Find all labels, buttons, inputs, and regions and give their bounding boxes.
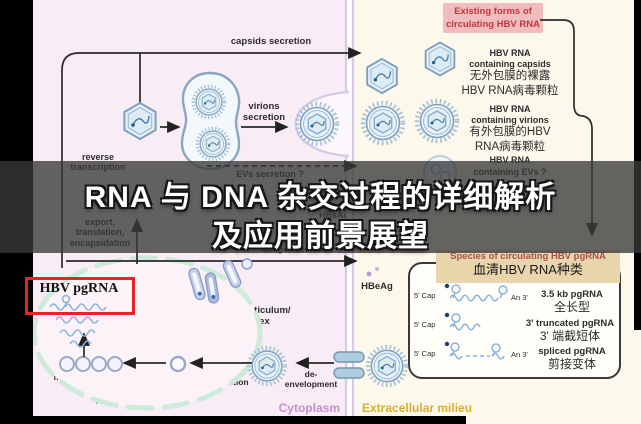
capsids-secretion-label: capsids secretion bbox=[230, 36, 312, 47]
overlay-title-line1: RNA 与 DNA 杂交过程的详细解析 bbox=[84, 181, 557, 214]
capsid-icon bbox=[123, 102, 157, 140]
form1-zh2: HBV RNA病毒颗粒 bbox=[461, 85, 559, 97]
capsids-secretion-arrow bbox=[61, 47, 362, 268]
cap-label: 5' Cap bbox=[414, 349, 436, 358]
red-highlight-box bbox=[25, 277, 135, 315]
cytoplasm-label: Cytoplasm bbox=[278, 401, 340, 415]
er-golgi-icon bbox=[188, 258, 253, 304]
rna-waves bbox=[49, 294, 107, 348]
species-badge-en: Species of circulating HBV pgRNA bbox=[450, 251, 606, 262]
capsid-icon bbox=[366, 57, 398, 95]
virion-icon bbox=[417, 101, 457, 141]
extracellular-label: Extracellular milieu bbox=[362, 401, 473, 415]
species2-en: 3' truncated pgRNA bbox=[525, 318, 615, 329]
form1-en2: containing capsids bbox=[469, 59, 551, 69]
an-label: An 3' bbox=[511, 350, 528, 359]
virions-secretion-label: virions secretion bbox=[242, 101, 286, 123]
cap-label: 5' Cap bbox=[414, 320, 436, 329]
cccdna-icon bbox=[169, 355, 187, 373]
existing-forms-badge: Existing forms of circulating HBV RNA bbox=[443, 3, 543, 33]
hbeag-label: HBeAg bbox=[361, 281, 393, 292]
species-rna-drawings bbox=[444, 283, 508, 360]
species3-zh: 剪接变体 bbox=[547, 357, 596, 371]
minichromosome-icon bbox=[59, 356, 123, 372]
overlay-title-line2: 及应用前景展望 bbox=[212, 220, 429, 253]
virion-icon bbox=[363, 103, 403, 143]
species1-zh: 全长型 bbox=[553, 300, 590, 314]
form1-zh1: 无外包膜的裸露 bbox=[469, 70, 551, 82]
species-badge: Species of circulating HBV pgRNA 血清HBV R… bbox=[436, 250, 620, 283]
form2-zh2: RNA病毒颗粒 bbox=[474, 141, 546, 153]
form1-en1: HBV RNA bbox=[489, 48, 531, 58]
letterbox-bottom bbox=[0, 416, 466, 424]
membrane-channel-icon bbox=[333, 351, 365, 379]
hbv-pgrna-label: HBV pgRNA bbox=[39, 281, 119, 296]
an-label: An 3' bbox=[511, 293, 528, 302]
species3-en: spliced pgRNA bbox=[538, 346, 606, 357]
species2-zh: 3' 端截短体 bbox=[539, 329, 601, 343]
cap-label: 5' Cap bbox=[414, 291, 436, 300]
title-overlay-band bbox=[0, 161, 641, 253]
capsid-icon bbox=[424, 41, 456, 77]
species-badge-zh: 血清HBV RNA种类 bbox=[473, 262, 583, 278]
hbeag-dots bbox=[366, 267, 379, 277]
form2-zh1: 有外包膜的HBV bbox=[469, 126, 551, 138]
bracket-line bbox=[540, 19, 598, 237]
species1-en: 3.5 kb pgRNA bbox=[541, 289, 603, 300]
de-envelopment-label: de- envelopment bbox=[284, 369, 338, 389]
virion-icon bbox=[368, 347, 406, 385]
form2-en1: HBV RNA bbox=[489, 104, 531, 114]
form3-en1: HBV RNA bbox=[489, 155, 531, 165]
form2-en2: containing virions bbox=[471, 115, 549, 125]
